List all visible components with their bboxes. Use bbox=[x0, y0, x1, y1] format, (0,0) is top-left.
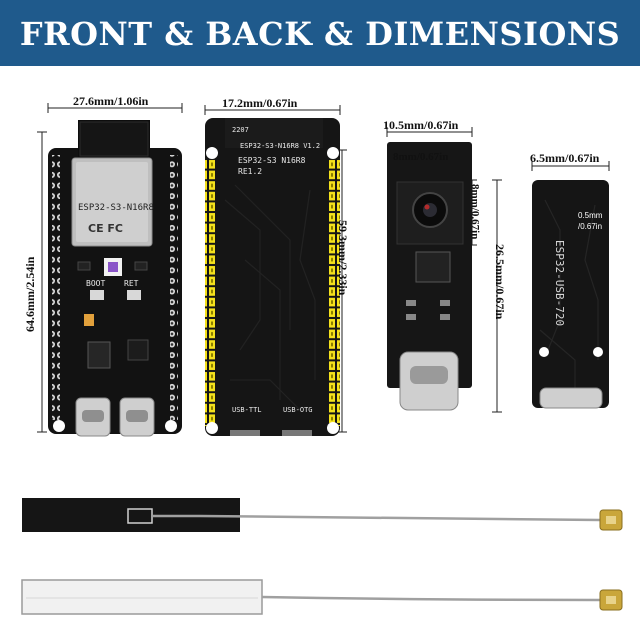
camera-height-dim-line bbox=[492, 179, 502, 413]
camera-width-dim-line bbox=[386, 127, 473, 137]
white-fpc-antenna bbox=[21, 579, 623, 615]
camera-board bbox=[387, 142, 472, 411]
usb-thickness-label-line2: /0.67in bbox=[578, 222, 603, 231]
usb-ttl-label: USB-TTL bbox=[232, 406, 262, 414]
front-height-dim-line bbox=[37, 131, 47, 433]
usb-width-dim-line bbox=[531, 161, 610, 171]
back-silk-model: ESP32-S3-N16R8 V1.2 bbox=[240, 142, 321, 150]
usb-width-label: 6.5mm/0.67in bbox=[530, 151, 600, 165]
usb-board bbox=[532, 180, 609, 409]
front-height-label: 64.6mm/2.54in bbox=[23, 256, 37, 332]
back-board bbox=[205, 118, 340, 436]
back-date-code: 2207 bbox=[232, 126, 249, 134]
page-title: FRONT & BACK & DIMENSIONS bbox=[19, 15, 621, 53]
back-height-label: 59.3mm/2.33in bbox=[336, 220, 350, 296]
black-fpc-antenna bbox=[22, 498, 623, 532]
usb-otg-label: USB-OTG bbox=[283, 406, 313, 414]
back-silk-revision: RE1.2 bbox=[238, 167, 263, 176]
camera-width-label: 10.5mm/0.67in bbox=[383, 118, 459, 132]
reset-label: RET bbox=[124, 279, 139, 288]
front-board bbox=[48, 120, 182, 437]
back-silk-model-2: ESP32-S3 N16R8 bbox=[238, 156, 306, 165]
front-width-label: 27.6mm/1.06in bbox=[73, 94, 149, 108]
usb-thickness-label-line1: 0.5mm bbox=[578, 211, 603, 220]
back-width-dim-line bbox=[204, 105, 341, 115]
front-width-dim-line bbox=[47, 103, 183, 113]
camera-height-label: 26.5mm/0.67in bbox=[493, 244, 507, 320]
module-label: ESP32-S3-N16R8 bbox=[78, 203, 154, 213]
back-width-label: 17.2mm/0.67in bbox=[222, 96, 298, 110]
ce-fc-mark: CE FC bbox=[88, 222, 124, 235]
boot-label: BOOT bbox=[86, 279, 106, 288]
camera-lens-width-label: 8mm/0.67in bbox=[393, 151, 449, 163]
usb-silk-text: ESP32-USB-720 bbox=[553, 240, 566, 327]
title-banner bbox=[0, 0, 640, 66]
camera-lens-height-label: 8mm/0.67in bbox=[469, 184, 481, 240]
